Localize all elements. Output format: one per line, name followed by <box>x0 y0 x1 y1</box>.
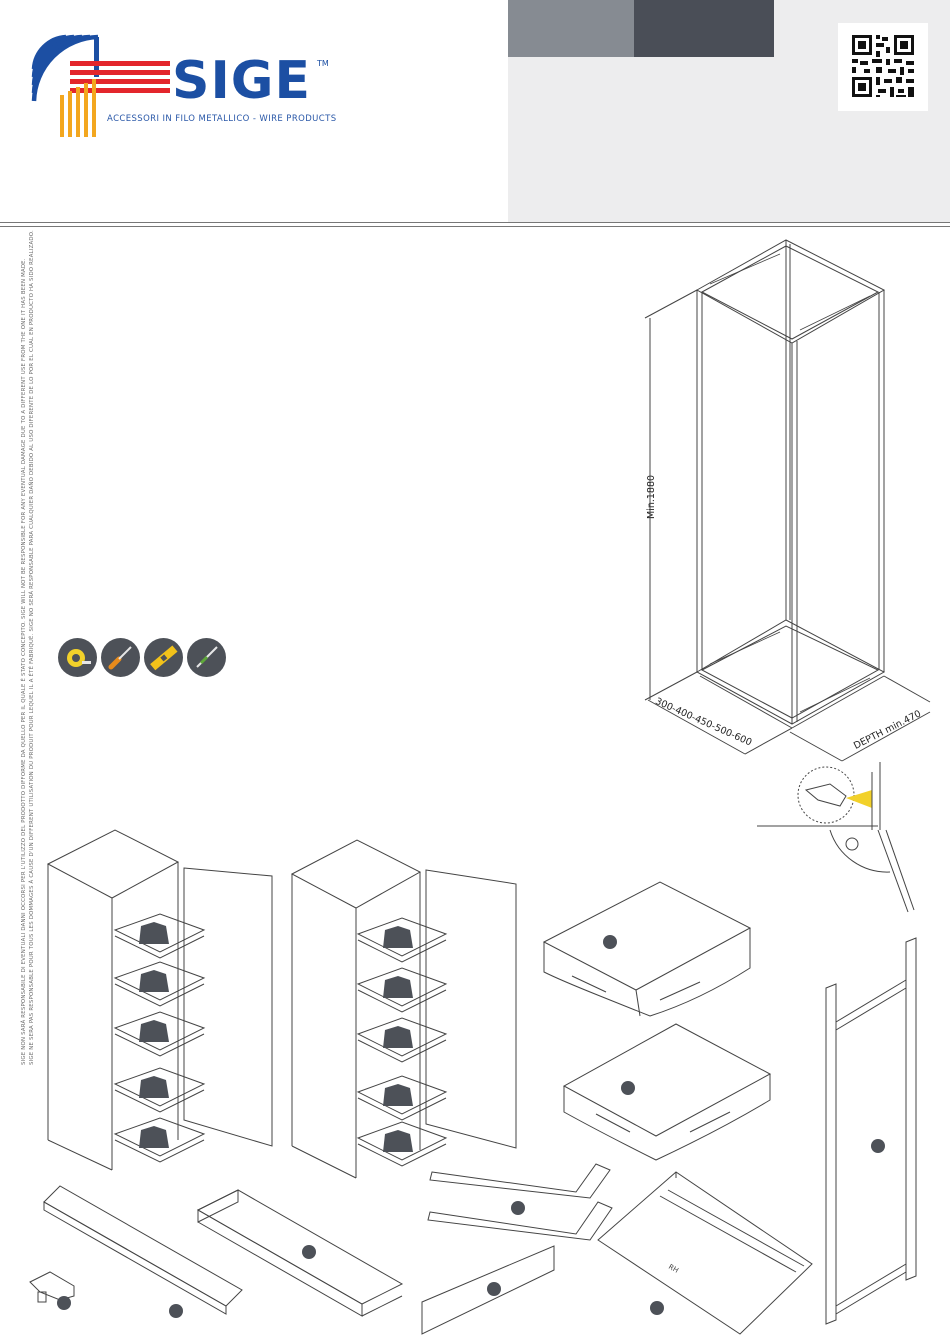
basket-drawing-1 <box>542 881 752 1017</box>
top-rail-drawing <box>196 1189 404 1317</box>
required-tools <box>58 638 226 680</box>
part-marker <box>302 1245 316 1259</box>
spirit-level-icon <box>144 638 183 677</box>
screwdriver-icon <box>101 638 140 677</box>
brand-logo: SIGE TM ACCESSORI IN FILO METALLICO - WI… <box>30 33 336 139</box>
svg-text:RH: RH <box>667 1263 680 1275</box>
base-plate-drawing: RH <box>597 1171 813 1335</box>
part-marker <box>487 1282 501 1296</box>
header-rule <box>0 222 950 223</box>
tape-measure-icon <box>58 638 97 677</box>
telescopic-arm-drawing <box>427 1163 613 1241</box>
brand-name: SIGE <box>172 51 312 111</box>
drill-icon <box>187 638 226 677</box>
part-marker <box>650 1301 664 1315</box>
side-frame-drawing <box>825 937 917 1325</box>
front-panel-drawing <box>421 1245 555 1335</box>
foot-drawing <box>29 1271 75 1303</box>
qr-code-icon[interactable] <box>838 23 928 111</box>
bottom-bracket-drawing <box>43 1185 243 1315</box>
header-tab-dark <box>634 0 774 57</box>
header-rule-secondary <box>0 226 950 227</box>
part-marker <box>603 935 617 949</box>
part-marker <box>871 1139 885 1153</box>
part-marker <box>621 1081 635 1095</box>
part-marker <box>57 1296 71 1310</box>
part-marker <box>511 1201 525 1215</box>
hinge-detail-drawing <box>757 762 915 913</box>
cabinet-carcass-drawing <box>644 239 931 762</box>
pantry-cabinet-drawing-2 <box>290 839 517 1179</box>
brand-tagline: ACCESSORI IN FILO METALLICO - WIRE PRODU… <box>107 114 337 124</box>
basket-drawing-2 <box>562 1023 772 1161</box>
trademark-symbol: TM <box>317 59 329 68</box>
header: SIGE TM ACCESSORI IN FILO METALLICO - WI… <box>0 0 950 227</box>
header-tab-light <box>508 0 634 57</box>
pantry-cabinet-drawing-1 <box>46 829 273 1171</box>
part-marker <box>169 1304 183 1318</box>
